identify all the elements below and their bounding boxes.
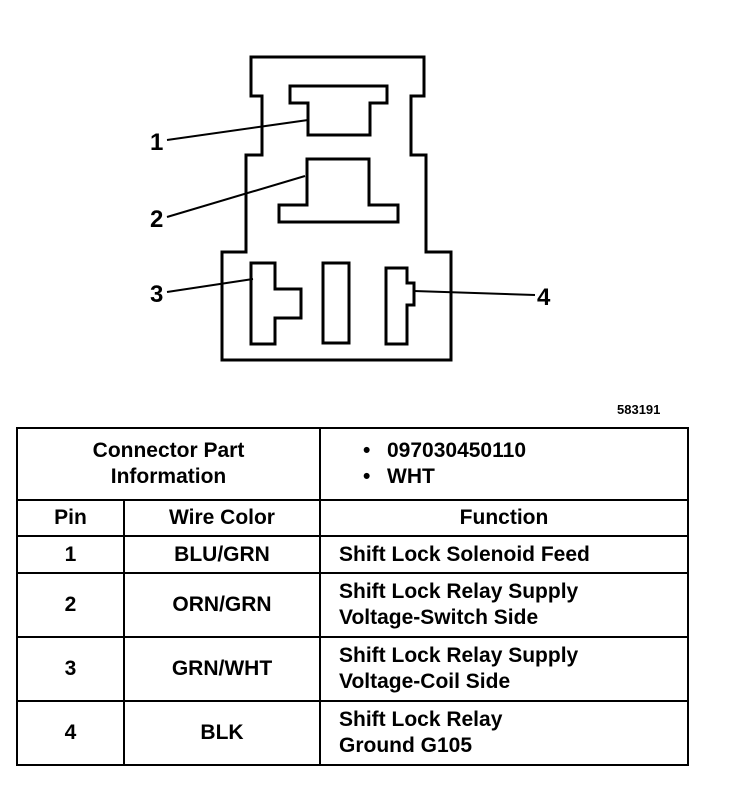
- connector-body-outline: [220, 55, 453, 362]
- table-header-row: Pin Wire Color Function: [16, 499, 689, 537]
- function-line: Shift Lock Relay Supply: [339, 580, 579, 603]
- leader-line-4: [413, 290, 536, 296]
- connector-part-label-cell: Connector Part Information: [16, 427, 321, 501]
- table-row: 2 ORN/GRN Shift Lock Relay Supply Voltag…: [16, 572, 689, 638]
- function-cell: Shift Lock Relay Supply Voltage-Coil Sid…: [319, 636, 689, 702]
- bullet-icon: •: [363, 439, 371, 462]
- connector-color-value: WHT: [387, 465, 435, 488]
- function-line: Voltage-Coil Side: [339, 670, 511, 693]
- function-line: Shift Lock Solenoid Feed: [339, 542, 590, 566]
- pin-cell: 1: [16, 535, 125, 574]
- bullet-icon: •: [363, 465, 371, 488]
- wire-color-cell: BLU/GRN: [123, 535, 321, 574]
- pin-cell: 4: [16, 700, 125, 766]
- header-function: Function: [319, 499, 689, 537]
- pin-cell: 2: [16, 572, 125, 638]
- table-row: 3 GRN/WHT Shift Lock Relay Supply Voltag…: [16, 636, 689, 702]
- connector-part-values-cell: • 097030450110 • WHT: [319, 427, 689, 501]
- pin-label-3: 3: [150, 281, 163, 308]
- connector-color-item: • WHT: [363, 464, 687, 490]
- connector-part-label-line2: Information: [110, 465, 227, 488]
- terminal-1-shape: [288, 84, 389, 137]
- function-cell: Shift Lock Relay Ground G105: [319, 700, 689, 766]
- terminal-2-shape: [277, 157, 400, 224]
- wire-color-cell: GRN/WHT: [123, 636, 321, 702]
- wire-color-cell: BLK: [123, 700, 321, 766]
- terminal-4-shape: [384, 266, 416, 346]
- wire-color-cell: ORN/GRN: [123, 572, 321, 638]
- table-row: 1 BLU/GRN Shift Lock Solenoid Feed: [16, 535, 689, 574]
- connector-diagram: 1 2 3 4: [150, 55, 551, 362]
- pin-label-1: 1: [150, 129, 163, 156]
- connector-table: Connector Part Information • 097030450110…: [16, 427, 689, 766]
- pin-cell: 3: [16, 636, 125, 702]
- function-line: Shift Lock Relay Supply: [339, 644, 579, 667]
- terminal-3-shape: [249, 261, 303, 346]
- header-pin: Pin: [16, 499, 125, 537]
- function-cell: Shift Lock Solenoid Feed: [319, 535, 689, 574]
- connector-part-label-line1: Connector Part: [92, 439, 245, 462]
- part-number-value: 097030450110: [387, 439, 526, 462]
- leader-line-3: [166, 278, 254, 293]
- function-line: Voltage-Switch Side: [339, 606, 539, 629]
- figure-number: 583191: [617, 402, 661, 417]
- leader-line-1: [166, 119, 309, 141]
- connector-info-row: Connector Part Information • 097030450110…: [16, 427, 689, 501]
- function-line: Ground G105: [339, 734, 473, 757]
- function-line: Shift Lock Relay: [339, 708, 503, 731]
- pin-label-2: 2: [150, 206, 163, 233]
- leader-line-2: [166, 175, 306, 218]
- header-wire-color: Wire Color: [123, 499, 321, 537]
- part-number-item: • 097030450110: [363, 438, 687, 464]
- table-row: 4 BLK Shift Lock Relay Ground G105: [16, 700, 689, 766]
- function-cell: Shift Lock Relay Supply Voltage-Switch S…: [319, 572, 689, 638]
- pin-label-4: 4: [537, 284, 551, 311]
- center-cavity-shape: [321, 261, 351, 345]
